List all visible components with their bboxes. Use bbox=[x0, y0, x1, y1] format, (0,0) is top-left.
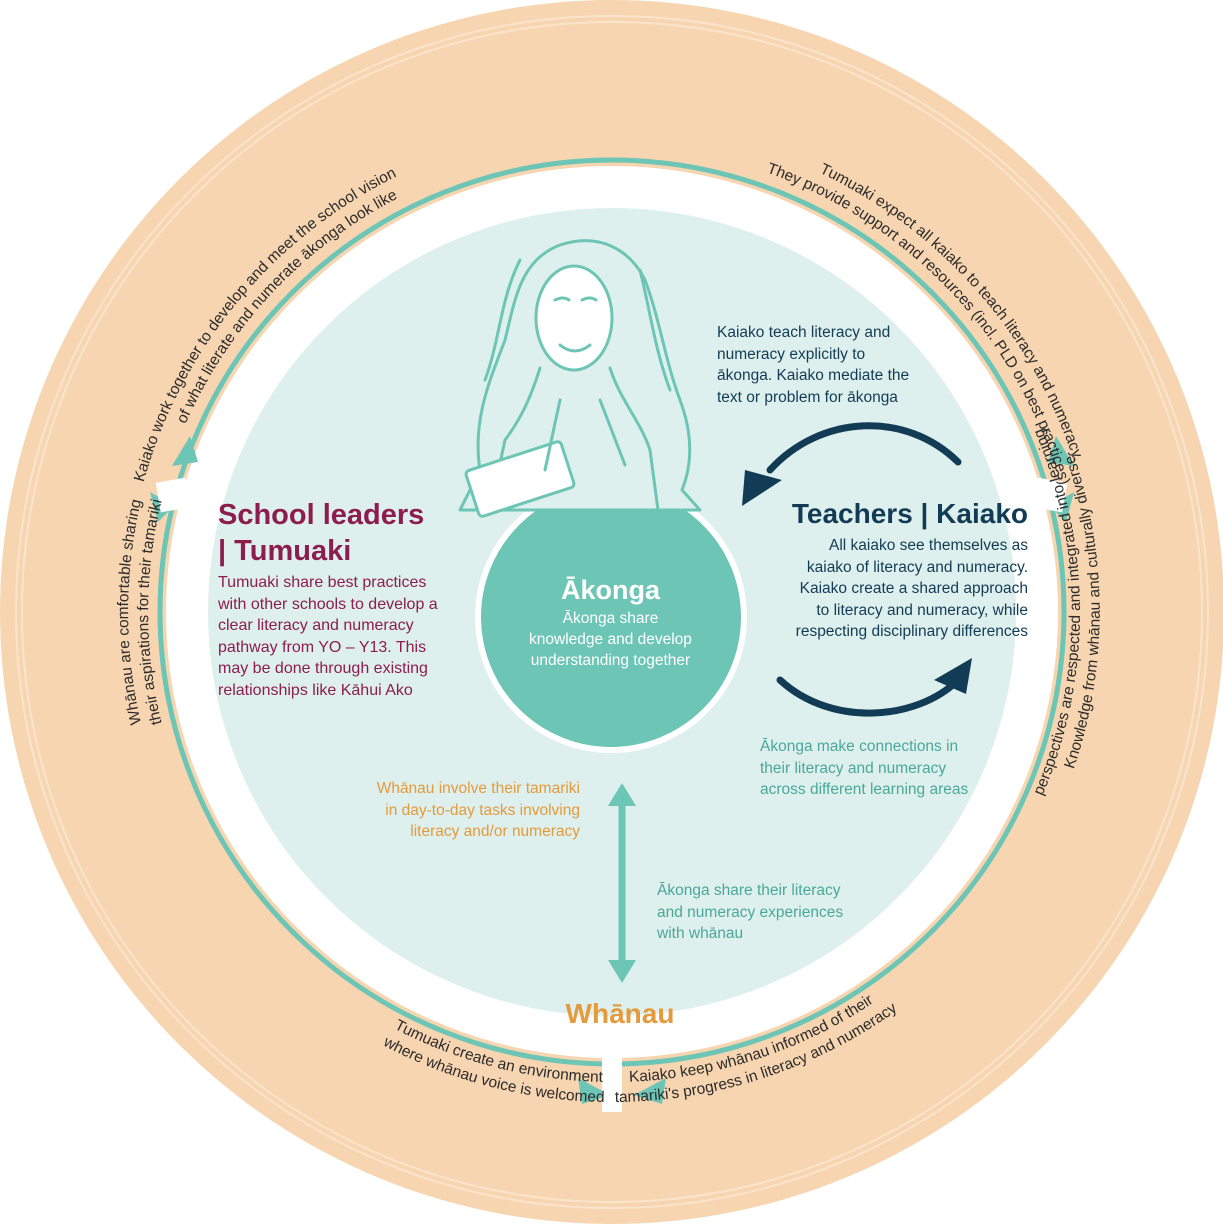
school-leaders-description: Tumuaki share best practices with other … bbox=[218, 572, 438, 701]
teachers-line: to literacy and numeracy, while bbox=[816, 601, 1028, 619]
arrowhead-left-top bbox=[172, 436, 198, 466]
arrowhead-bottom-right bbox=[634, 1078, 666, 1104]
teachers-line: All kaiako see themselves as bbox=[828, 537, 1028, 554]
teachers-description: All kaiako see themselves as kaiako of l… bbox=[740, 535, 1028, 643]
whanau-involve-line: in day-to-day tasks involving bbox=[385, 801, 580, 819]
ring-decoration bbox=[15, 15, 1209, 1209]
teach-explicitly-line: text or problem for ākonga bbox=[717, 388, 898, 406]
teachers-title: Teachers | Kaiako bbox=[791, 498, 1028, 529]
connections-note: Ākonga make connections in their literac… bbox=[760, 736, 968, 801]
school-leaders-title-line: School leaders bbox=[218, 499, 425, 531]
school-leaders-title-line: | Tumuaki bbox=[218, 535, 352, 567]
akonga-line: Ākonga share bbox=[562, 610, 659, 627]
arrowhead-right-top bbox=[1048, 436, 1074, 466]
school-leaders-title: School leaders | Tumuaki bbox=[218, 497, 424, 569]
teach-explicitly-note: Kaiako teach literacy and numeracy expli… bbox=[717, 322, 909, 408]
school-leaders-line: relationships like Kāhui Ako bbox=[218, 681, 413, 699]
akonga-line: knowledge and develop bbox=[529, 631, 692, 648]
teach-explicitly-line: ākonga. Kaiako mediate the bbox=[717, 367, 910, 384]
cycle-arrowheads bbox=[742, 470, 972, 694]
whanau-involve-line: literacy and/or numeracy bbox=[410, 823, 580, 840]
share-experiences-line: and numeracy experiences bbox=[657, 903, 844, 921]
school-leaders-line: with other schools to develop a bbox=[218, 595, 438, 613]
akonga-line: understanding together bbox=[530, 652, 691, 669]
teachers-line: respecting disciplinary differences bbox=[795, 623, 1028, 640]
akonga-title: Ākonga bbox=[560, 575, 660, 605]
akonga-description: Ākonga share knowledge and develop under… bbox=[480, 608, 741, 671]
cycle-arrow-top-icon bbox=[766, 422, 962, 474]
connections-line: Ākonga make connections in bbox=[760, 738, 959, 755]
ring-gaps bbox=[155, 477, 1068, 1112]
whanau-involve-line: Whānau involve their tamariki bbox=[376, 780, 580, 797]
school-leaders-line: may be done through existing bbox=[218, 660, 428, 677]
cycle-arrow-bottom-icon bbox=[776, 676, 962, 717]
share-experiences-line: Ākonga share their literacy bbox=[657, 882, 841, 899]
teach-explicitly-line: numeracy explicitly to bbox=[717, 345, 866, 363]
school-leaders-line: Tumuaki share best practices bbox=[218, 574, 427, 591]
connections-line: across different learning areas bbox=[760, 781, 969, 798]
share-experiences-line: with whānau bbox=[657, 925, 744, 942]
school-leaders-line: clear literacy and numeracy bbox=[218, 617, 414, 634]
cycle-arrows bbox=[766, 422, 962, 717]
teachers-line: kaiako of literacy and numeracy. bbox=[806, 558, 1028, 576]
whanau-title: Whānau bbox=[565, 998, 675, 1029]
student-illustration-icon bbox=[458, 239, 702, 518]
connections-line: their literacy and numeracy bbox=[760, 759, 947, 777]
school-leaders-line: pathway from YO – Y13. This bbox=[218, 638, 427, 656]
share-experiences-note: Ākonga share their literacy and numeracy… bbox=[657, 880, 843, 945]
teachers-line: Kaiako create a shared approach bbox=[799, 580, 1028, 597]
double-arrow-vertical-icon bbox=[608, 783, 636, 983]
whanau-involve-note: Whānau involve their tamariki in day-to-… bbox=[330, 778, 580, 843]
teach-explicitly-line: Kaiako teach literacy and bbox=[717, 324, 891, 341]
